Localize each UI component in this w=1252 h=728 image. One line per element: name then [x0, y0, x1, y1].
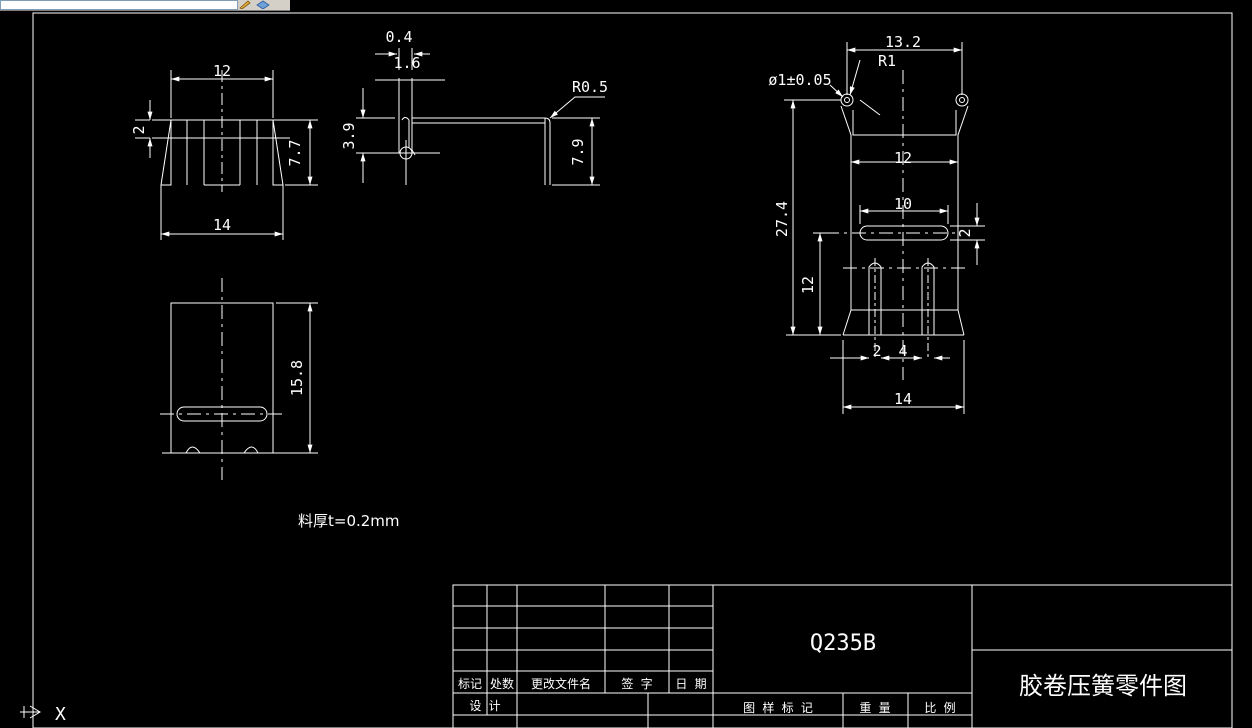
- material-label: Q235B: [810, 631, 876, 656]
- dim-total-height: 27.4: [773, 201, 791, 237]
- header-date: 日 期: [675, 677, 706, 691]
- dim-bottom-width: 14: [894, 390, 912, 408]
- scale-label: 比 例: [924, 701, 955, 715]
- dim-side-tab: 1.6: [393, 54, 420, 72]
- side-view: [356, 48, 605, 186]
- dim-top-bottom-width: 14: [213, 216, 231, 234]
- dim-side-total: 7.9: [569, 138, 587, 165]
- design-label: 设 计: [469, 699, 500, 713]
- dim-tab-width: 2: [872, 342, 881, 360]
- cad-toolbar: [0, 0, 290, 11]
- stage-label: 图 样 标 记: [743, 700, 813, 715]
- flat-view: [160, 278, 318, 480]
- dim-lower-height: 12: [799, 276, 817, 294]
- dim-top-height: 7.7: [286, 139, 304, 166]
- dim-tab-gap: 4: [898, 342, 907, 360]
- front-view: [784, 42, 985, 414]
- layer-dropdown[interactable]: [0, 0, 238, 10]
- drawing-border: [32, 12, 1233, 728]
- dim-side-radius: R0.5: [572, 78, 608, 96]
- dim-right-inner-width: 12: [894, 149, 912, 167]
- dim-right-radius: R1: [878, 52, 896, 70]
- dim-slot-height: 2: [956, 228, 974, 237]
- header-count: 处数: [490, 676, 514, 691]
- pencil-icon[interactable]: [238, 0, 252, 9]
- weight-label: 重 量: [859, 701, 890, 715]
- dim-top-slot-height: 2: [130, 125, 148, 134]
- ucs-x-label: X: [55, 704, 66, 725]
- dim-flat-height: 15.8: [288, 360, 306, 396]
- header-change-doc: 更改文件名: [531, 676, 591, 691]
- drawing-title: 胶卷压簧零件图: [1019, 672, 1187, 700]
- top-view: [135, 70, 318, 240]
- header-mark: 标记: [458, 677, 482, 691]
- dim-side-height: 3.9: [340, 122, 358, 149]
- dim-right-width: 13.2: [885, 33, 921, 51]
- dim-hole: ø1±0.05: [768, 71, 831, 89]
- ucs-icon: [20, 705, 41, 719]
- title-block: [452, 584, 1233, 728]
- dim-slot-width: 10: [894, 195, 912, 213]
- dim-side-thickness: 0.4: [385, 28, 412, 46]
- dim-top-width: 12: [213, 62, 231, 80]
- header-signature: 签 字: [621, 676, 652, 691]
- layer-icon[interactable]: [256, 0, 270, 9]
- material-thickness-note: 料厚t=0.2mm: [298, 512, 400, 530]
